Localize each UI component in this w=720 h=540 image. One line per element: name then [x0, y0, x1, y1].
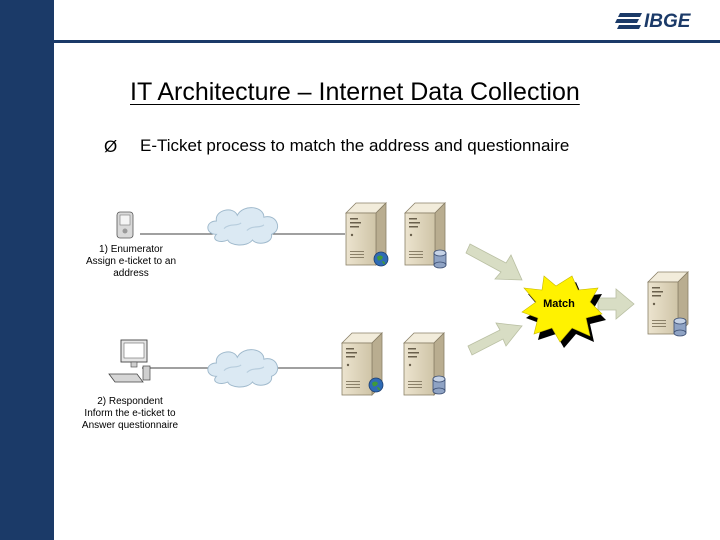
flow-arrow-output: [597, 288, 635, 320]
database-icon: [432, 375, 446, 395]
internet-cloud-icon: [207, 349, 279, 388]
flow-arrow-top: [465, 243, 523, 281]
desktop-computer-icon: [108, 339, 151, 383]
internet-cloud-icon: [207, 207, 279, 246]
step1-caption: 1) Enumerator Assign e-ticket to an addr…: [70, 244, 192, 280]
flow-arrow-bottom: [467, 322, 523, 356]
header-rule: [54, 40, 720, 43]
step2-caption-line: 2) Respondent: [97, 396, 163, 407]
ibge-logo-mark-icon: [615, 13, 642, 29]
step1-caption-line: 1) Enumerator: [99, 244, 163, 255]
database-icon: [433, 249, 447, 269]
step1-caption-line: Assign e-ticket to an: [85, 256, 177, 267]
slide-title: IT Architecture – Internet Data Collecti…: [130, 78, 580, 106]
step2-caption: 2) Respondent Inform the e-ticket to Ans…: [68, 396, 192, 432]
globe-icon: [368, 377, 384, 393]
step2-caption-line: Inform the e-ticket to: [84, 408, 176, 419]
step2-caption-line: Answer questionnaire: [81, 420, 179, 431]
handheld-device-icon: [116, 211, 134, 239]
match-burst-icon: [521, 275, 606, 348]
bullet-text: E-Ticket process to match the address an…: [140, 136, 570, 155]
globe-icon: [373, 251, 389, 267]
ibge-logo: IBGE: [614, 10, 704, 34]
database-icon: [673, 317, 687, 337]
logo-text: IBGE: [644, 11, 691, 32]
match-label: Match: [543, 298, 575, 310]
step1-caption-line: address: [113, 268, 149, 279]
bullet-arrow-icon: Ø: [104, 137, 118, 156]
left-sidebar-band: [0, 0, 54, 540]
